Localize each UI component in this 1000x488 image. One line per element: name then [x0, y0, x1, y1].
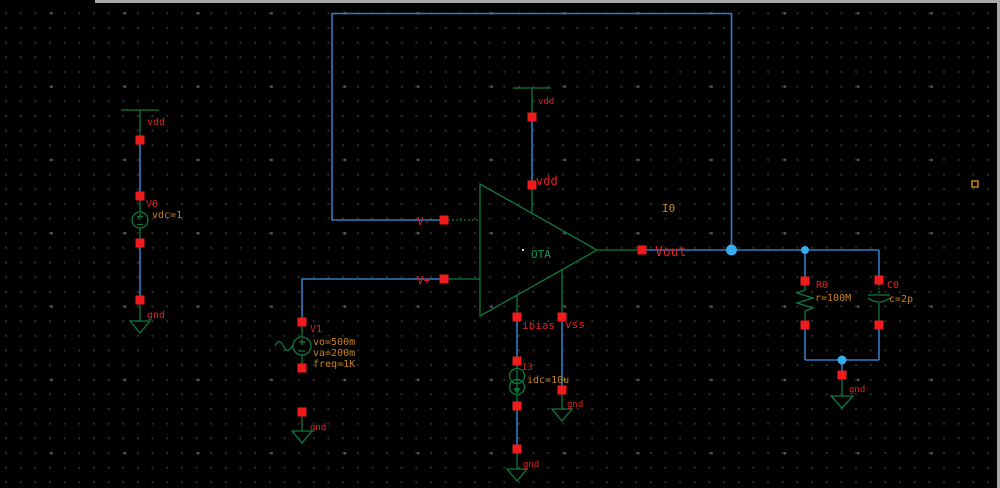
label-c0-name[interactable]: C0: [887, 280, 899, 291]
label-i3-param[interactable]: idc=10u: [527, 375, 569, 386]
label-v1-vo[interactable]: vo=500m: [313, 337, 355, 348]
pin-vdd-rail-top[interactable]: [527, 112, 537, 122]
junction-vout-feedback[interactable]: [726, 244, 737, 256]
c0-capacitor-symbol[interactable]: [867, 284, 891, 321]
label-vdd-rail-top[interactable]: vdd: [538, 97, 554, 107]
label-v1-va[interactable]: va=200m: [313, 348, 355, 359]
gnd-symbol-ibias[interactable]: [505, 453, 529, 483]
pin-ota-vdd[interactable]: [527, 180, 537, 190]
instance-origin-marker: [522, 249, 524, 251]
pin-i3-bottom[interactable]: [512, 401, 522, 411]
i3-idc-source-symbol[interactable]: [508, 365, 526, 404]
pin-vdd-rail-left[interactable]: [135, 135, 145, 145]
label-v1-name[interactable]: V1: [310, 324, 322, 335]
pin-c0-bottom[interactable]: [874, 320, 884, 330]
pin-i3-top[interactable]: [512, 356, 522, 366]
pin-vout[interactable]: [637, 245, 647, 255]
window-border-right: [997, 0, 1000, 488]
gnd-symbol-v1[interactable]: [290, 416, 314, 445]
gnd-symbol-rc[interactable]: [829, 379, 855, 409]
pin-ibias-gnd[interactable]: [512, 444, 522, 454]
label-gnd-rc[interactable]: gnd: [849, 385, 865, 395]
label-r0-param[interactable]: r=100M: [815, 293, 851, 304]
pin-gnd-left[interactable]: [135, 295, 145, 305]
junction-rc-gnd[interactable]: [837, 355, 847, 365]
label-ota-cell[interactable]: OTA: [531, 248, 551, 261]
label-v1-freq[interactable]: freq=1K: [313, 359, 355, 370]
wire-v1-to-vplus[interactable]: [301, 278, 440, 318]
pin-ota-ibias[interactable]: [512, 312, 522, 322]
label-net-vout[interactable]: Vout: [655, 245, 686, 260]
label-ota-vminus[interactable]: V-: [417, 215, 430, 228]
label-c0-param[interactable]: c=2p: [889, 294, 913, 305]
pin-rc-gnd[interactable]: [837, 370, 847, 380]
label-gnd-vss[interactable]: gnd: [567, 400, 583, 410]
gnd-symbol-left[interactable]: [128, 304, 152, 335]
stray-artifact-marker: [971, 180, 979, 188]
label-i3-name[interactable]: I3: [522, 363, 533, 373]
pin-v1-minus[interactable]: [297, 363, 307, 373]
v0-vdc-source-symbol[interactable]: [131, 200, 149, 240]
pin-ota-vplus[interactable]: [439, 274, 449, 284]
label-gnd-left[interactable]: gnd: [147, 310, 165, 321]
label-gnd-ibias[interactable]: gnd: [523, 460, 539, 470]
pin-v1-plus[interactable]: [297, 317, 307, 327]
pin-v1-gnd[interactable]: [297, 407, 307, 417]
label-v0-name[interactable]: V0: [146, 199, 158, 210]
pin-r0-bottom[interactable]: [800, 320, 810, 330]
gnd-symbol-vss[interactable]: [550, 394, 574, 423]
wire-feedback-loop[interactable]: [331, 12, 733, 251]
pin-vss-gnd[interactable]: [557, 385, 567, 395]
label-r0-name[interactable]: R0: [816, 280, 828, 291]
label-ota-vss[interactable]: vss: [565, 318, 585, 331]
wire-rc-bottom-rail[interactable]: [804, 328, 880, 372]
label-ota-ibias[interactable]: ibias: [522, 319, 555, 332]
pin-v0-plus[interactable]: [135, 191, 145, 201]
pin-v0-minus[interactable]: [135, 238, 145, 248]
junction-r0-top[interactable]: [801, 246, 809, 254]
window-border-top: [95, 0, 1000, 3]
label-v0-param[interactable]: vdc=1: [152, 210, 182, 221]
wire-vout-net[interactable]: [646, 249, 880, 277]
v1-vsin-source-symbol[interactable]: [274, 326, 312, 364]
ota-symbol[interactable]: [448, 182, 638, 318]
vdd-rail-top-symbol[interactable]: [513, 87, 551, 113]
label-vdd-rail-left[interactable]: vdd: [147, 117, 165, 128]
label-gnd-v1[interactable]: gnd: [310, 423, 326, 433]
vdd-rail-left-symbol[interactable]: [121, 109, 159, 136]
pin-c0-top[interactable]: [874, 275, 884, 285]
label-ota-vplus[interactable]: V+: [417, 274, 431, 287]
label-ota-vdd[interactable]: vdd: [536, 174, 558, 188]
r0-resistor-symbol[interactable]: [794, 285, 816, 321]
pin-ota-vss[interactable]: [557, 312, 567, 322]
label-ota-instance-name[interactable]: I0: [662, 202, 675, 215]
pin-r0-top[interactable]: [800, 276, 810, 286]
pin-ota-vminus[interactable]: [439, 215, 449, 225]
